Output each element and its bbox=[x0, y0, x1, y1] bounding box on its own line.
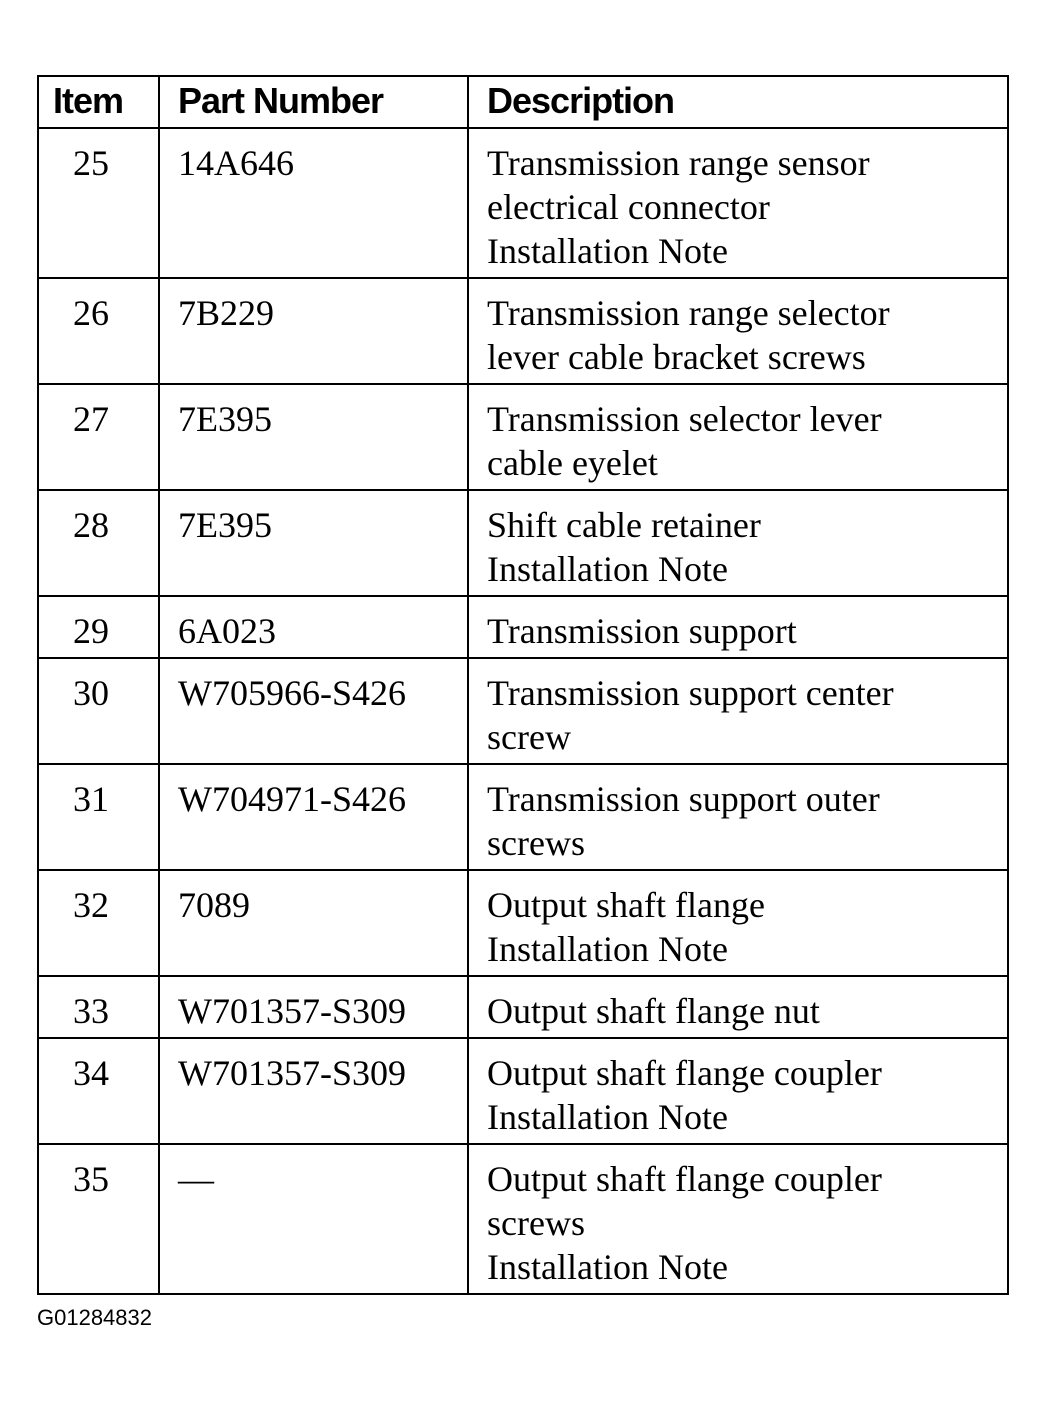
description-line: Transmission selector lever bbox=[487, 399, 882, 439]
description-line: lever cable bracket screws bbox=[487, 337, 866, 377]
part-number-cell: W704971-S426 bbox=[158, 763, 469, 871]
item-cell: 31 bbox=[37, 763, 160, 871]
part-number-cell: 6A023 bbox=[158, 595, 469, 659]
description-line: Transmission support bbox=[487, 611, 797, 651]
description-line: screws bbox=[487, 823, 585, 863]
part-number-cell: 7E395 bbox=[158, 489, 469, 597]
item-cell: 32 bbox=[37, 869, 160, 977]
header-part-number: Part Number bbox=[158, 75, 469, 129]
description-cell: Transmission support bbox=[467, 595, 1009, 659]
item-cell: 33 bbox=[37, 975, 160, 1039]
part-number-cell: W701357-S309 bbox=[158, 1037, 469, 1145]
item-cell: 28 bbox=[37, 489, 160, 597]
description-line: Output shaft flange bbox=[487, 885, 765, 925]
description-line: Output shaft flange nut bbox=[487, 991, 820, 1031]
item-cell: 25 bbox=[37, 127, 160, 279]
description-line: Transmission range selector bbox=[487, 293, 890, 333]
part-number-cell: W701357-S309 bbox=[158, 975, 469, 1039]
description-cell: Output shaft flange nut bbox=[467, 975, 1009, 1039]
description-line: Installation Note bbox=[487, 549, 728, 589]
item-cell: 29 bbox=[37, 595, 160, 659]
description-line: screws bbox=[487, 1203, 585, 1243]
part-number-cell: 14A646 bbox=[158, 127, 469, 279]
description-line: Transmission range sensor bbox=[487, 143, 870, 183]
description-line: electrical connector bbox=[487, 187, 770, 227]
description-line: Output shaft flange coupler bbox=[487, 1159, 882, 1199]
part-number-cell: — bbox=[158, 1143, 469, 1295]
description-line: cable eyelet bbox=[487, 443, 658, 483]
item-cell: 35 bbox=[37, 1143, 160, 1295]
item-cell: 27 bbox=[37, 383, 160, 491]
description-line: Installation Note bbox=[487, 1097, 728, 1137]
part-number-cell: 7089 bbox=[158, 869, 469, 977]
description-line: Installation Note bbox=[487, 1247, 728, 1287]
item-cell: 30 bbox=[37, 657, 160, 765]
header-item: Item bbox=[37, 75, 160, 129]
header-description: Description bbox=[467, 75, 1009, 129]
part-number-cell: 7B229 bbox=[158, 277, 469, 385]
description-line: Transmission support outer bbox=[487, 779, 880, 819]
part-number-cell: 7E395 bbox=[158, 383, 469, 491]
item-cell: 26 bbox=[37, 277, 160, 385]
description-line: Installation Note bbox=[487, 231, 728, 271]
item-cell: 34 bbox=[37, 1037, 160, 1145]
header-row: Item Part Number Description bbox=[37, 75, 1009, 129]
description-line: Transmission support center bbox=[487, 673, 894, 713]
description-line: Installation Note bbox=[487, 929, 728, 969]
part-number-cell: W705966-S426 bbox=[158, 657, 469, 765]
figure-id: G01284832 bbox=[37, 1305, 152, 1330]
description-line: screw bbox=[487, 717, 571, 757]
description-line: Shift cable retainer bbox=[487, 505, 761, 545]
description-line: Output shaft flange coupler bbox=[487, 1053, 882, 1093]
